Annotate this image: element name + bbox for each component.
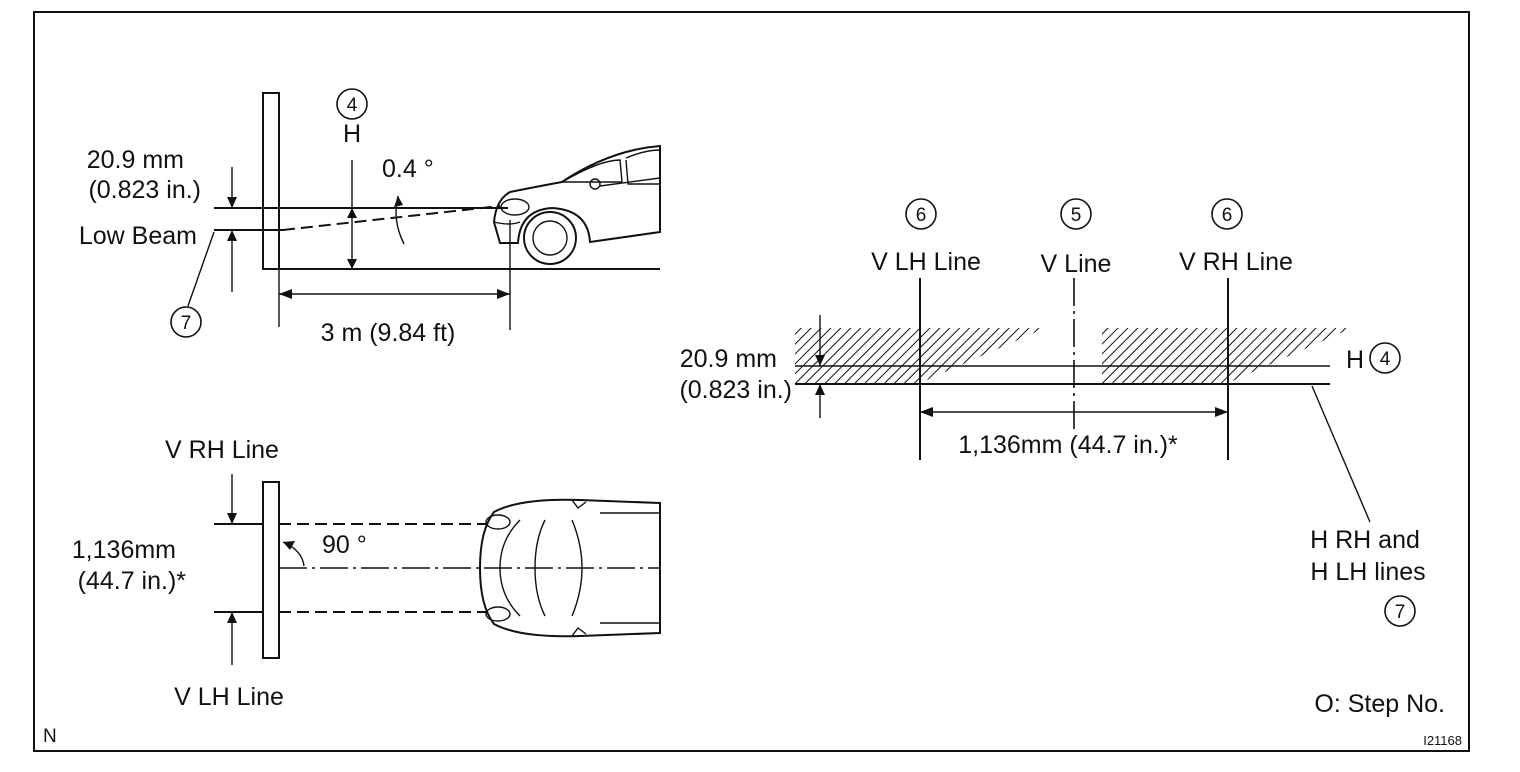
screen-step-4-marker [1369, 342, 1401, 374]
screen-step-7-marker [1384, 595, 1416, 627]
step-6-lh-number: 6 [916, 205, 927, 226]
screen-h-label: H [1346, 346, 1364, 374]
top-view: V RH Line V LH Line 1,136mm (44.7 in.)* … [72, 436, 661, 711]
figure-id: I21168 [1423, 733, 1462, 748]
low-beam-label: Low Beam [79, 222, 197, 250]
step-7-marker [170, 306, 202, 338]
screen-v-label: V Line [1041, 250, 1112, 278]
screen-view: 6 V LH Line 5 V Line 6 V RH Line 20.9 mm… [679, 198, 1426, 627]
top-width-in: (44.7 in.)* [78, 567, 187, 595]
side-beam-dashed [282, 205, 501, 231]
diagram-frame [33, 11, 1470, 752]
side-view: 4 H 0.4 ° 20.9 mm (0.823 in.) Low Beam 7… [79, 88, 661, 347]
top-v-lh-label: V LH Line [174, 683, 284, 711]
screen-offset-mm: 20.9 mm [680, 345, 777, 373]
screen-offset-in: (0.823 in.) [679, 376, 792, 404]
side-offset-mm: 20.9 mm [87, 146, 184, 174]
screen-step-7-number: 7 [1395, 602, 1406, 623]
screen-width-label: 1,136mm (44.7 in.)* [958, 431, 1178, 459]
step-4-number: 4 [347, 95, 358, 116]
screen-v-rh-label: V RH Line [1179, 248, 1293, 276]
side-angle-label: 0.4 ° [382, 155, 434, 183]
corner-letter: N [43, 726, 57, 747]
h-lines-label-1: H RH and [1310, 526, 1420, 554]
step-6-rh-marker [1211, 198, 1243, 230]
screen-step-4-number: 4 [1380, 349, 1391, 370]
step-4-marker [336, 88, 368, 120]
screen-v-lh-label: V LH Line [871, 248, 981, 276]
step-legend: O: Step No. [1314, 690, 1445, 718]
side-h-label: H [343, 120, 361, 148]
top-screen-wall [262, 481, 280, 659]
car-side-silhouette [492, 144, 661, 265]
step-7-number: 7 [181, 313, 192, 334]
top-v-rh-label: V RH Line [165, 436, 279, 464]
car-top-silhouette [478, 498, 661, 638]
top-angle-label: 90 ° [322, 531, 367, 559]
step-5-number: 5 [1071, 205, 1082, 226]
top-width-mm: 1,136mm [72, 536, 176, 564]
side-offset-in: (0.823 in.) [88, 176, 201, 204]
h-lines-label-2: H LH lines [1310, 558, 1425, 586]
side-screen-wall [262, 92, 280, 270]
side-distance-label: 3 m (9.84 ft) [321, 319, 456, 347]
step-6-rh-number: 6 [1222, 205, 1233, 226]
step-5-marker [1060, 198, 1092, 230]
step-6-lh-marker [905, 198, 937, 230]
